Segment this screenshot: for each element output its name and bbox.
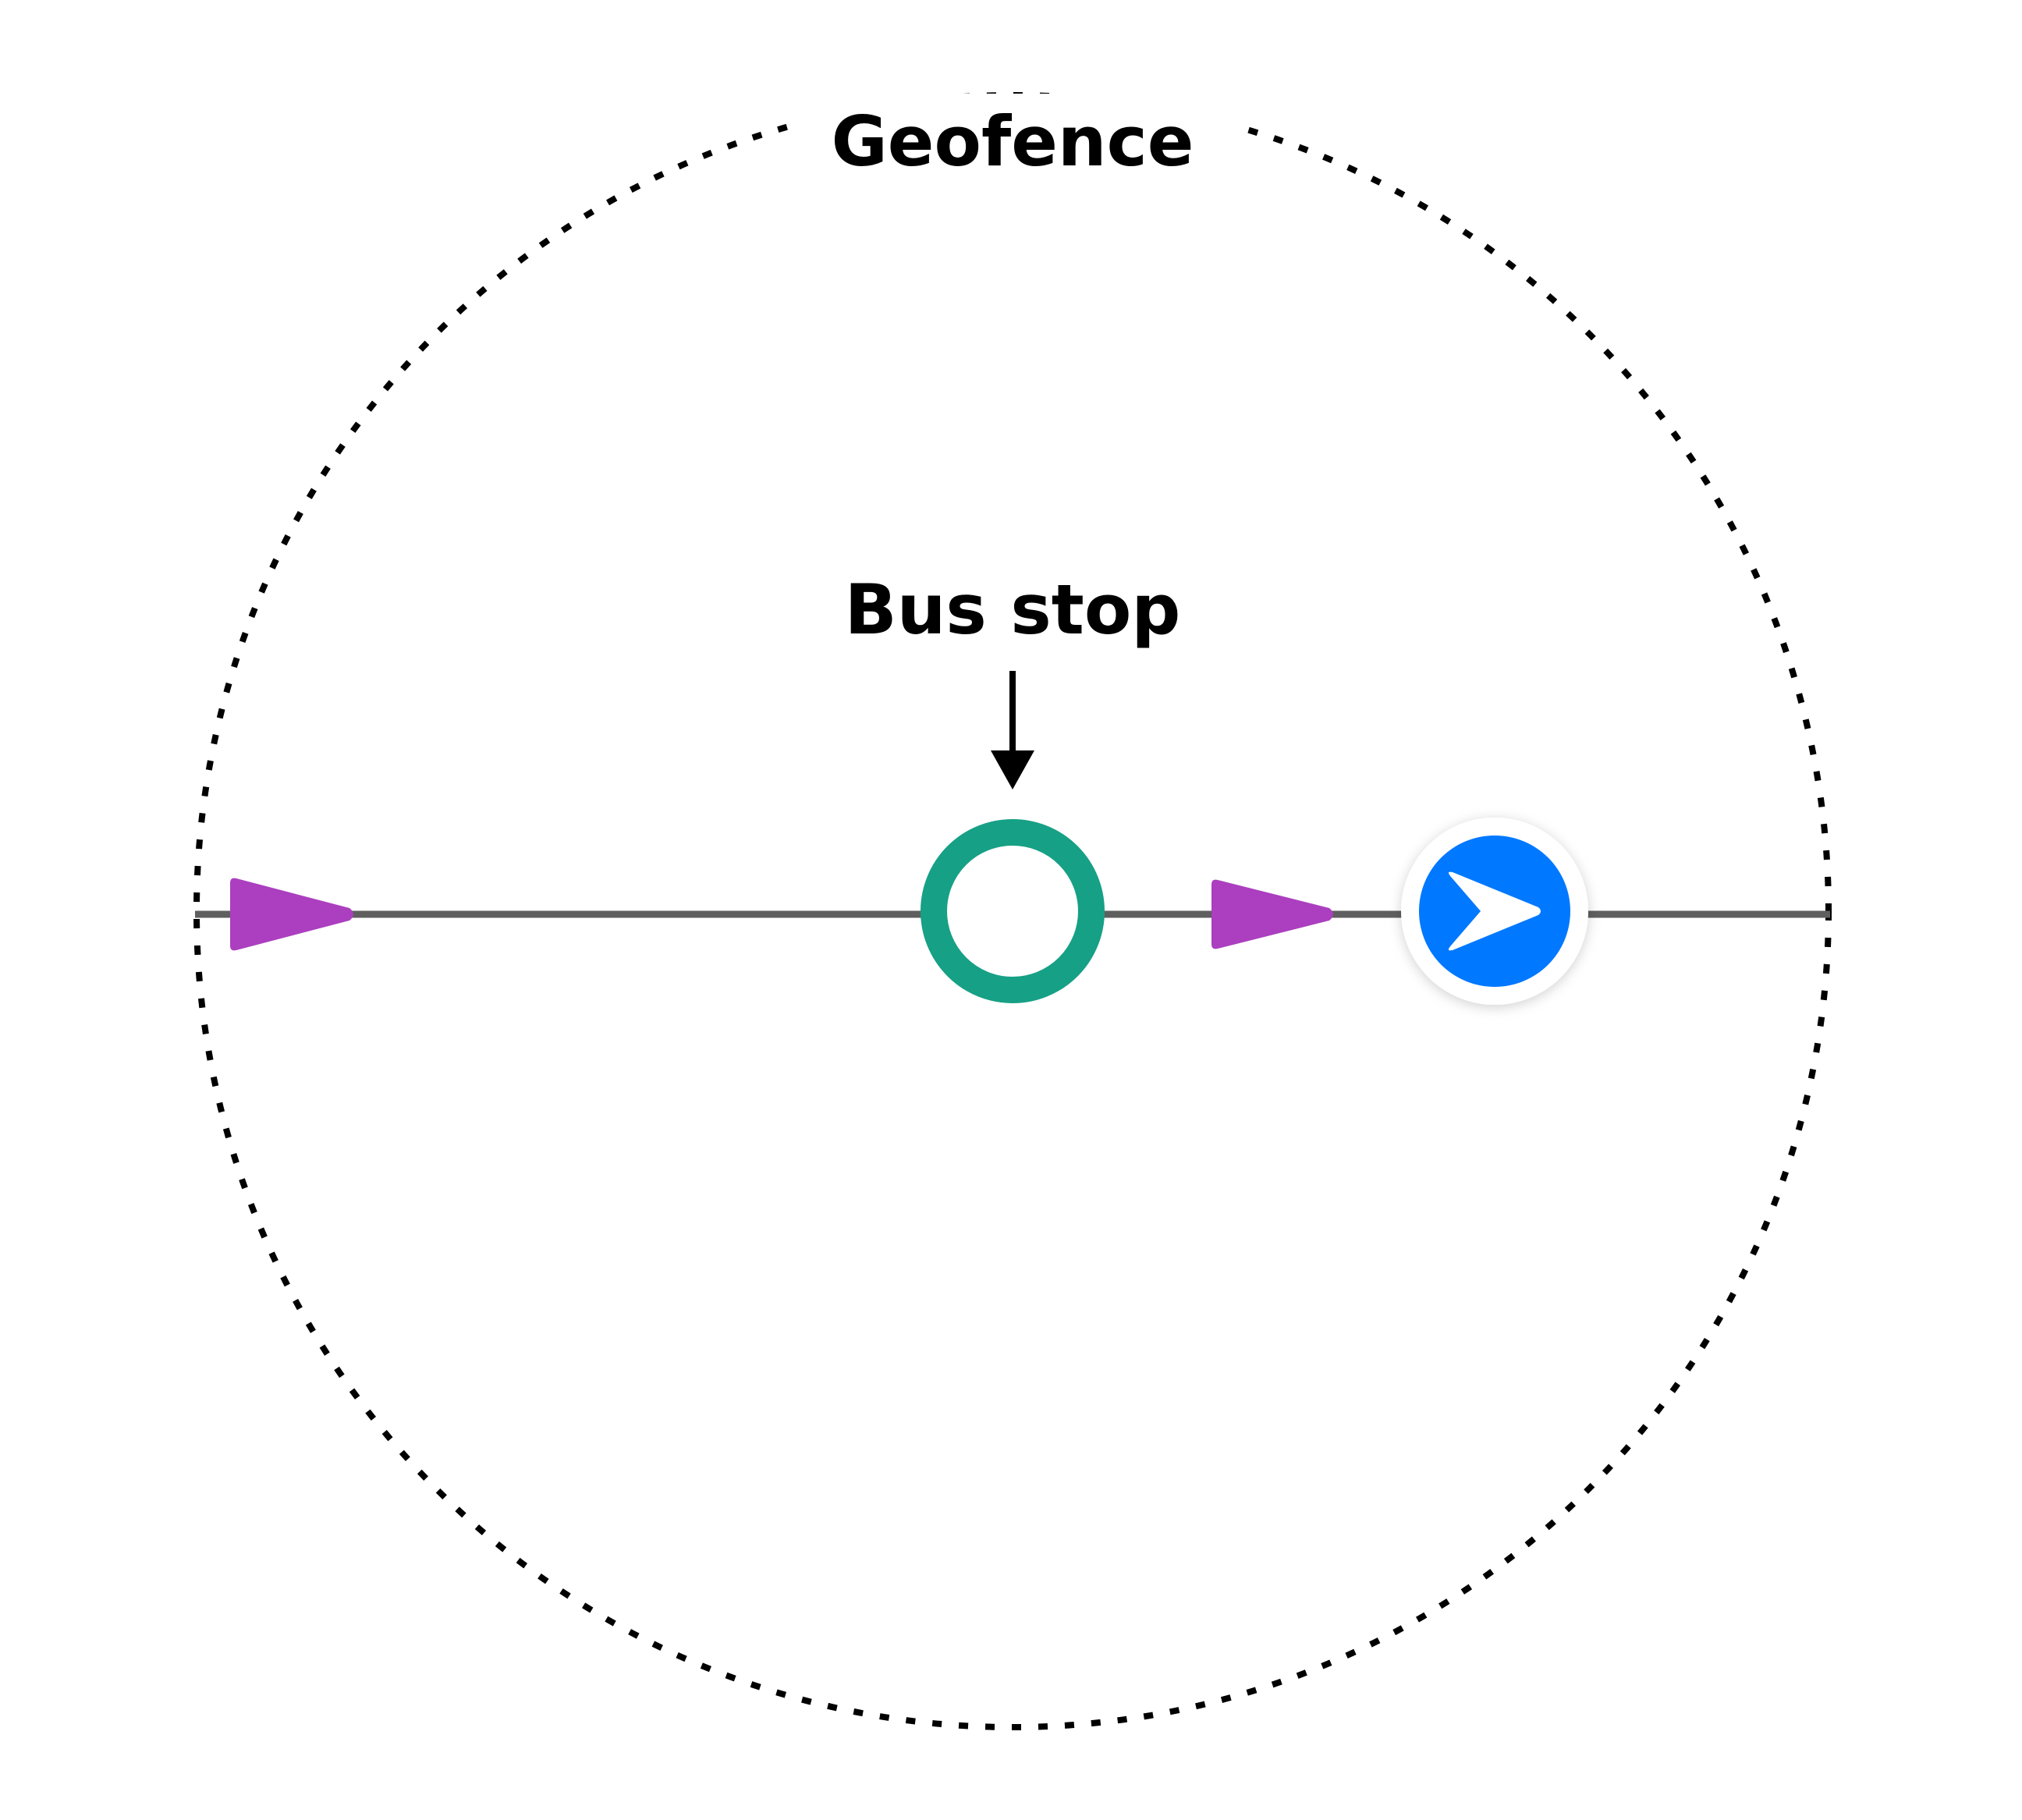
bus-stop-pointer-arrowhead (991, 750, 1034, 789)
bus-stop-marker (921, 819, 1105, 1003)
geofence-label-gap (788, 94, 1236, 195)
navigation-arrow-icon (1448, 871, 1541, 951)
geofence-label: Geofence (832, 101, 1194, 182)
direction-arrow-icon (1211, 879, 1333, 949)
bus-stop-label: Bus stop (845, 569, 1181, 650)
direction-arrow-icon (230, 878, 353, 951)
